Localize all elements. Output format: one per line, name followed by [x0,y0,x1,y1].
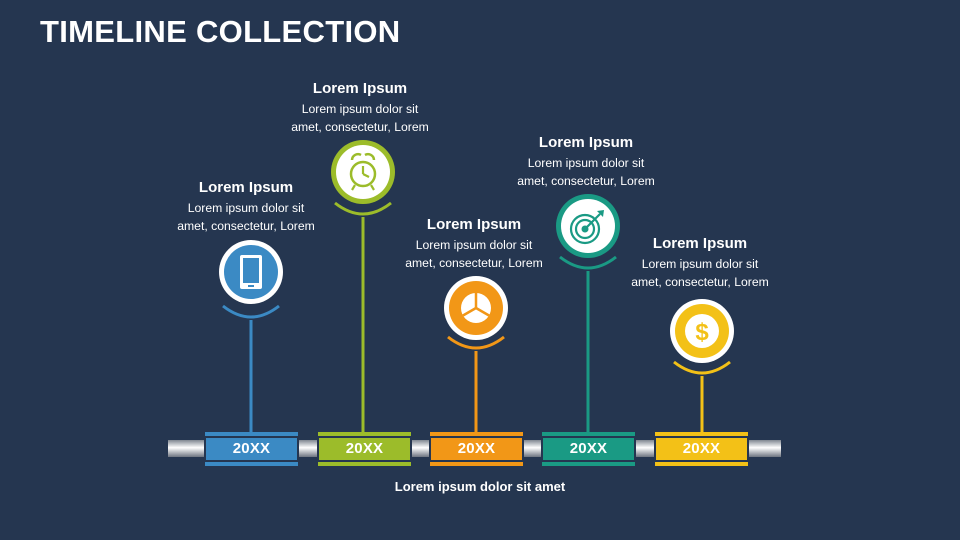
year-label-2: 20XX [345,440,384,457]
description-line: Lorem ipsum dolor sit [641,257,759,271]
description-line: Lorem ipsum dolor sit [415,238,533,252]
pie-chart-icon [444,276,508,340]
milestone-description: Lorem ipsum dolor sit amet, consectetur,… [610,256,790,291]
year-block-2 [317,432,412,466]
arc-3 [447,335,505,350]
description-line: amet, consectetur, Lorem [291,119,429,134]
timeline-connector [168,440,212,457]
footer-caption: Lorem ipsum dolor sit amet [394,479,566,494]
milestone-card-4: Lorem Ipsum Lorem ipsum dolor sit amet, … [496,134,676,190]
stems [249,217,704,432]
milestone-heading: Lorem Ipsum [538,134,634,151]
tablet-icon [219,240,283,304]
year-label-1: 20XX [232,440,271,457]
alarm-clock-icon [331,140,395,204]
description-line: Lorem ipsum dolor sit [187,201,305,215]
milestone-heading: Lorem Ipsum [426,216,522,233]
year-label-4: 20XX [569,440,608,457]
arc-2 [334,201,392,216]
description-line: amet, consectetur, Lorem [177,218,315,233]
milestone-heading: Lorem Ipsum [652,235,748,252]
year-label-5: 20XX [682,440,721,457]
arc-1 [222,304,280,319]
description-line: Lorem ipsum dolor sit [301,102,419,116]
year-block-5 [654,432,749,466]
description-line: amet, consectetur, Lorem [631,274,769,289]
milestone-description: Lorem ipsum dolor sit amet, consectetur,… [496,155,676,190]
milestone-card-5: Lorem Ipsum Lorem ipsum dolor sit amet, … [610,235,790,291]
arcs [222,201,731,375]
milestone-card-2: Lorem Ipsum Lorem ipsum dolor sit amet, … [270,80,450,136]
year-label-3: 20XX [457,440,496,457]
milestone-description: Lorem ipsum dolor sit amet, consectetur,… [384,237,564,272]
year-blocks [204,432,749,466]
description-line: amet, consectetur, Lorem [405,255,543,270]
arc-4 [559,255,617,270]
milestone-description: Lorem ipsum dolor sit amet, consectetur,… [270,101,450,136]
milestone-card-3: Lorem Ipsum Lorem ipsum dolor sit amet, … [384,216,564,272]
description-line: Lorem ipsum dolor sit [527,156,645,170]
dollar-coin-icon: $ [670,299,734,363]
milestone-card-1: Lorem Ipsum Lorem ipsum dolor sit amet, … [156,179,336,235]
milestone-description: Lorem ipsum dolor sit amet, consectetur,… [156,200,336,235]
svg-text:$: $ [695,319,709,346]
milestone-heading: Lorem Ipsum [198,179,294,196]
year-block-3 [429,432,524,466]
timeline-connector [739,440,781,457]
description-line: amet, consectetur, Lorem [517,173,655,188]
milestone-heading: Lorem Ipsum [312,80,408,97]
page-title: TIMELINE COLLECTION [40,14,401,49]
year-block-4 [541,432,636,466]
target-icon [556,194,620,258]
year-block-1 [204,432,299,466]
arc-5 [673,360,731,375]
